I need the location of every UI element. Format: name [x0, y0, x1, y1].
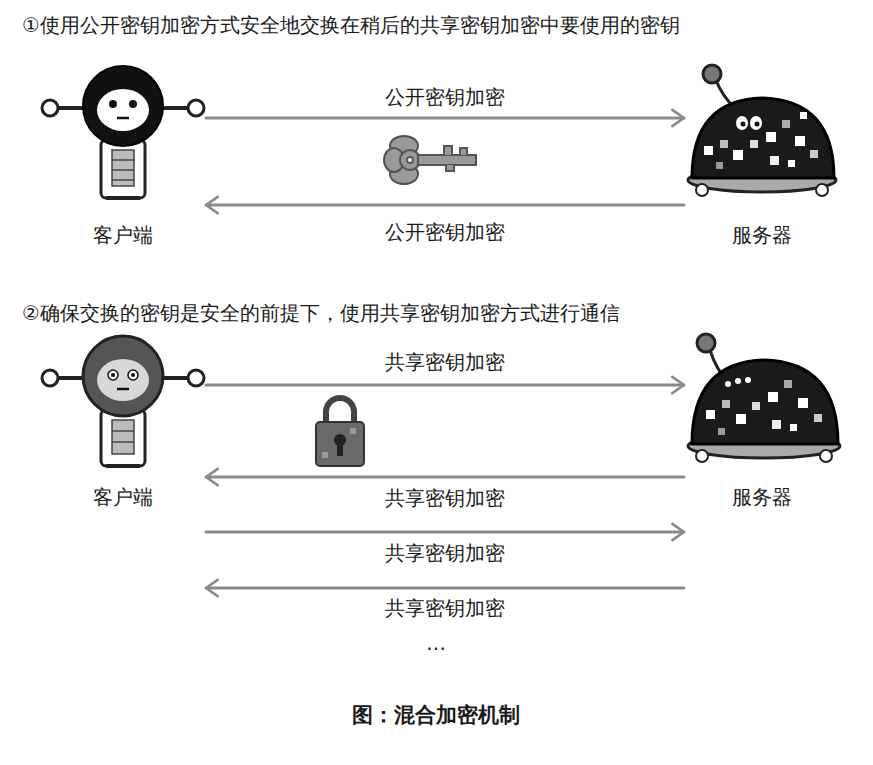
actor-label: 客户端 — [93, 222, 153, 248]
step-heading: ②确保交换的密钥是安全的前提下，使用共享密钥加密方式进行通信 — [22, 300, 620, 326]
edge-label: 公开密钥加密 — [383, 85, 507, 109]
client-robot — [42, 66, 204, 198]
step-heading: ①使用公开密钥加密方式安全地交换在稍后的共享密钥加密中要使用的密钥 — [22, 12, 680, 38]
edge-label: 公开密钥加密 — [383, 220, 507, 244]
actor-label: 客户端 — [93, 484, 153, 510]
padlock-icon — [316, 398, 364, 466]
actor-figure: 客户端 — [40, 326, 206, 510]
actor-figure: 服务器 — [684, 326, 840, 510]
arrow-connector — [206, 117, 684, 120]
arrow-connector — [206, 531, 684, 534]
edge-label: 共享密钥加密 — [383, 596, 507, 620]
server-robot — [688, 65, 836, 196]
actor-label: 服务器 — [732, 484, 792, 510]
client-robot — [42, 336, 204, 466]
arrow-connector — [206, 384, 684, 387]
server-robot — [688, 334, 840, 462]
actor-figure: 客户端 — [40, 60, 206, 248]
edge-label: 共享密钥加密 — [383, 486, 507, 510]
actor-figure: 服务器 — [684, 60, 840, 248]
ellipsis: … — [426, 630, 446, 656]
arrow-connector — [206, 204, 684, 207]
figure-caption: 图：混合加密机制 — [352, 701, 520, 729]
edge-label: 共享密钥加密 — [383, 541, 507, 565]
arrow-connector — [206, 476, 684, 479]
edge-label: 共享密钥加密 — [383, 350, 507, 374]
actor-label: 服务器 — [732, 222, 792, 248]
arrow-connector — [206, 587, 684, 590]
key-icon — [384, 136, 476, 184]
